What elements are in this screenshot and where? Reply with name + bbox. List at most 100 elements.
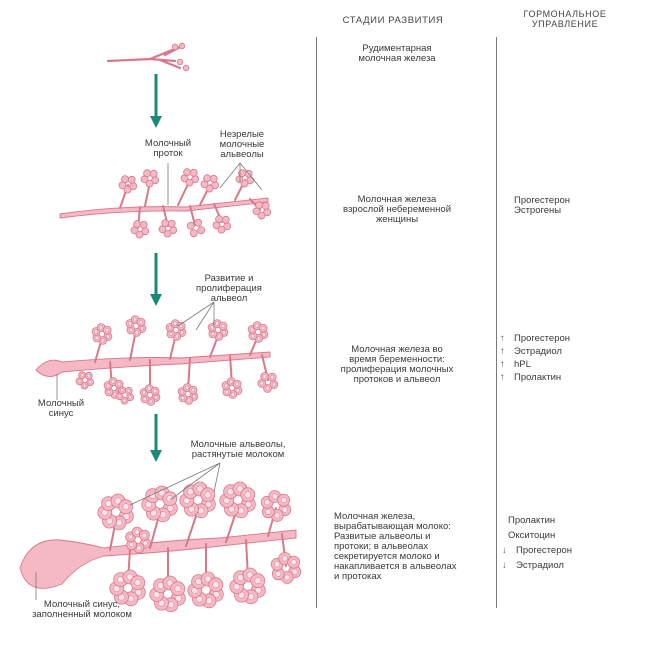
bud-circle: [176, 58, 184, 66]
alveolus: [194, 218, 203, 227]
stage-3-hormones: ↑Прогестерон ↑ Эстрадиол ↑hPL ↑Пролактин: [500, 334, 570, 383]
alveolus-lumen: [275, 570, 282, 577]
alveolus: [185, 178, 194, 187]
alveolus-lumen: [139, 326, 144, 331]
alveolus-lumen: [216, 334, 221, 339]
alveolus-lumen: [142, 396, 147, 401]
immature-alveoli-label: Незрелые молочные альвеолы: [219, 129, 265, 160]
hormone-item: ↓ Эстрадиол: [502, 561, 572, 571]
hormonal-header: ГОРМОНАЛЬНОЕ УПРАВЛЕНИЕ: [523, 9, 607, 29]
alveolus-lumen: [191, 388, 196, 393]
leader-line: [213, 462, 221, 493]
gland-illustration: [19, 42, 302, 613]
alveolus-lumen: [271, 493, 278, 500]
hormone-item: ↑hPL: [500, 360, 570, 370]
alveolus-lumen: [168, 331, 173, 336]
alveolus-lumen: [186, 398, 191, 403]
alveolus-lumen: [129, 542, 135, 548]
alveolus-lumen: [153, 395, 158, 400]
alveolus-lumen: [284, 574, 291, 581]
alveolus-lumen: [111, 379, 116, 384]
alveolus: [217, 225, 226, 234]
alveolus-lumen: [255, 323, 260, 328]
hormone-name: Эстрадиол: [516, 560, 564, 571]
alveolus-lumen: [174, 585, 182, 593]
alveolus-lumen: [270, 375, 275, 380]
alveolus-lumen: [254, 577, 262, 585]
leader-lines: [35, 162, 263, 600]
alveolus-lumen: [215, 321, 220, 326]
up-arrow-icon: ↑: [500, 346, 505, 357]
alveolus-lumen: [174, 334, 179, 339]
leader-line: [129, 462, 221, 506]
alveolus-lumen: [265, 386, 270, 391]
up-arrow-icon: ↑: [500, 372, 505, 383]
stage-arrow-head: [150, 294, 162, 306]
alveolus: [255, 201, 264, 210]
stage-2-description: Молочная железа взрослой небеременной же…: [343, 194, 451, 225]
alveolus-lumen: [173, 321, 178, 326]
alveolus: [121, 175, 129, 184]
alveolus-lumen: [265, 508, 272, 515]
alveolus-lumen: [106, 389, 111, 394]
hormone-item: ↑Прогестерон: [500, 334, 570, 344]
rudimentary-gland-drawing: [106, 42, 190, 72]
main-duct: [19, 529, 297, 589]
stage-arrows: [150, 74, 162, 462]
hormone-item: ↑ Эстрадиол: [500, 347, 570, 357]
sinus-label: Молочный синус: [37, 398, 85, 419]
alveolus: [163, 229, 172, 238]
alveolus-lumen: [106, 383, 111, 388]
down-arrow-icon: ↓: [502, 545, 507, 556]
alveolus: [215, 215, 224, 224]
alveolus-lumen: [291, 568, 298, 575]
alveolus: [240, 179, 249, 188]
alveolus-lumen: [244, 491, 252, 499]
duct-label: Молочный проток: [144, 138, 192, 159]
alveolus-lumen: [128, 534, 134, 540]
alveolus-lumen: [128, 321, 133, 326]
alveolus: [221, 215, 230, 224]
lactating-gland-drawing: [19, 481, 302, 613]
alveolus-lumen: [134, 529, 140, 535]
alveolus: [139, 220, 148, 229]
alveolus-lumen: [139, 320, 144, 325]
alveolus: [135, 230, 144, 239]
leader-line: [177, 301, 215, 327]
alveolus: [189, 229, 198, 238]
alveolus: [133, 220, 142, 229]
alveolus: [149, 169, 158, 178]
alveolus: [161, 219, 170, 228]
alveolus-lumen: [262, 374, 267, 379]
alveolus-lumen: [117, 382, 122, 387]
alveolus: [257, 211, 266, 220]
alveolus: [189, 168, 198, 177]
alveolus-lumen: [86, 373, 91, 378]
stretched-alveoli-label: Молочные альвеолы, растянутые молоком: [190, 439, 286, 460]
alveolus-lumen: [180, 389, 185, 394]
alveolus-lumen: [235, 388, 240, 393]
alveolus-lumen: [281, 555, 288, 562]
alveolus-lumen: [290, 559, 297, 566]
hormone-name: Прогестерон: [516, 545, 573, 556]
stages-header: СТАДИИ РАЗВИТИЯ: [342, 15, 444, 26]
alveolus-lumen: [105, 334, 110, 339]
hormone-item: ↑Пролактин: [500, 373, 570, 383]
alveolus-lumen: [224, 383, 229, 388]
stage-1-description: Рудиментарная молочная железа: [358, 43, 436, 64]
hormone-name: Эстрадиол: [514, 346, 562, 357]
alveolus-lumen: [134, 579, 142, 587]
alveolus-lumen: [264, 499, 271, 506]
alveolus-lumen: [221, 330, 226, 335]
alveolus-lumen: [94, 335, 99, 340]
filled-sinus-label: Молочный синус, заполненный молоком: [32, 599, 132, 620]
alveolus-lumen: [221, 324, 226, 329]
alveolus: [143, 169, 152, 178]
alveolus-lumen: [120, 388, 124, 393]
alveolus-lumen: [259, 381, 264, 386]
down-arrow-icon: ↓: [502, 560, 507, 571]
bud-circle: [182, 64, 190, 72]
bud-circle: [171, 43, 179, 51]
alveolus-lumen: [185, 385, 190, 390]
alveolus-lumen: [261, 332, 266, 337]
